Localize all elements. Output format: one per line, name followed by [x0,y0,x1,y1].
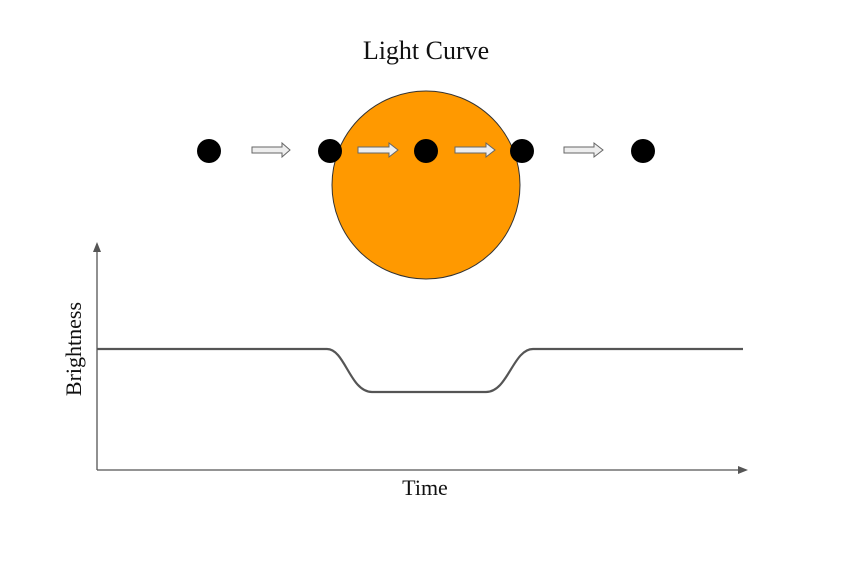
planet-position-5 [631,139,655,163]
planet-position-2 [318,139,342,163]
planet-position-4 [510,139,534,163]
motion-arrow-1 [251,141,291,159]
x-axis-label: Time [402,475,448,500]
star [331,90,521,280]
motion-arrow-3 [454,141,496,159]
planet-position-1 [197,139,221,163]
motion-arrow-2 [357,141,399,159]
light-curve-line [97,347,743,394]
motion-arrow-4 [563,141,604,159]
diagram-title: Light Curve [363,36,489,65]
planet-position-3 [414,139,438,163]
y-axis-label: Brightness [61,302,86,396]
